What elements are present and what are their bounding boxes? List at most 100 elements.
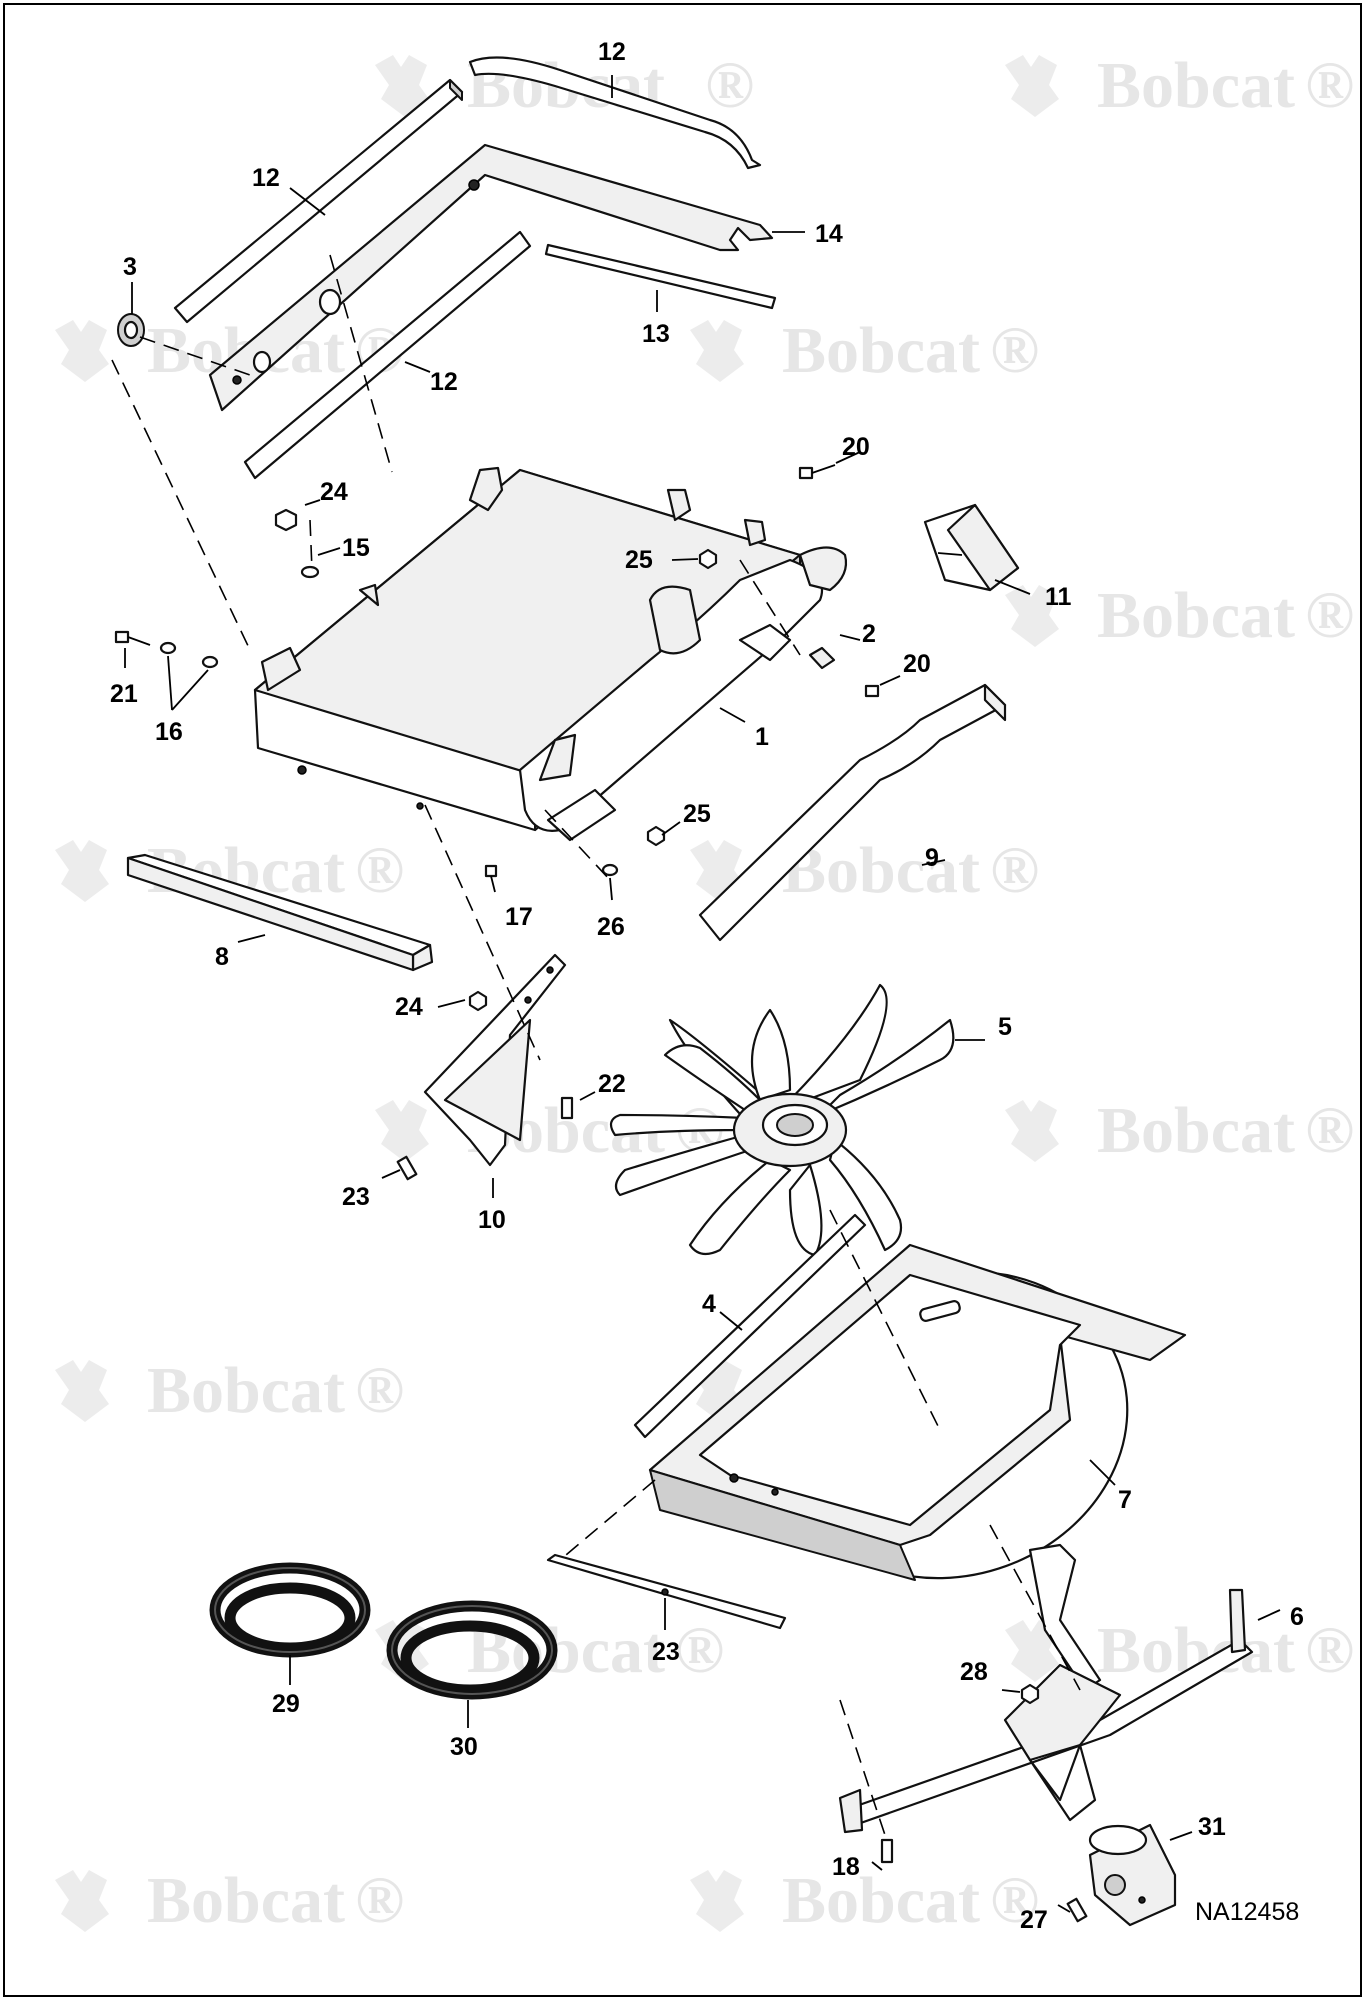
svg-text:®: ® <box>1305 1094 1354 1167</box>
callout-3: 3 <box>123 253 137 281</box>
bolt-20-left <box>396 1155 418 1181</box>
callout-10: 10 <box>478 1206 506 1234</box>
svg-text:®: ® <box>990 314 1039 387</box>
svg-text:®: ® <box>355 1864 404 1937</box>
radiator-mount-tab <box>468 466 504 512</box>
callout-17: 16 <box>155 718 183 746</box>
bolt-23-lower <box>1066 1897 1088 1923</box>
callout-21: 20 <box>842 433 870 461</box>
hose-coil-29 <box>209 1562 371 1658</box>
alignment-lines <box>111 254 1081 1836</box>
callout-29: 29 <box>272 1690 300 1718</box>
watermark-text: Bobcat <box>1097 49 1295 122</box>
callout-16: 15 <box>342 534 370 562</box>
callout-18: 17 <box>505 903 533 931</box>
nut-28 <box>1020 1683 1040 1705</box>
grommet <box>117 313 145 347</box>
nut-25-upper <box>698 548 718 570</box>
shroud-top-bracket <box>208 143 774 412</box>
callout-24-upper: 24 <box>320 478 348 506</box>
callout-25-upper: 25 <box>625 546 653 574</box>
top-curved-seal <box>468 56 762 170</box>
callout-14: 13 <box>642 320 670 348</box>
callout-7: 7 <box>1118 1486 1132 1514</box>
watermark-text: Bobcat <box>147 1354 345 1427</box>
svg-text:®: ® <box>1305 1614 1354 1687</box>
callout-22: 21 <box>110 680 138 708</box>
leader-lines <box>124 75 1281 1913</box>
callout-26: 23 <box>652 1638 680 1666</box>
svg-text:®: ® <box>990 834 1039 907</box>
callout-20-right: 22 <box>598 1070 626 1098</box>
callout-9: 9 <box>925 844 939 872</box>
hose-coil-30 <box>386 1600 558 1700</box>
callout-28: 28 <box>960 1658 988 1686</box>
bolt-21 <box>798 466 814 480</box>
callout-15: 14 <box>815 220 843 248</box>
motor-mount-frame <box>838 1543 1254 1834</box>
callout-13: 12 <box>598 38 626 66</box>
bracket-hole <box>252 350 272 374</box>
long-seal-strip-lower <box>243 230 532 480</box>
svg-text:®: ® <box>675 1614 724 1687</box>
callout-30: 30 <box>450 1733 478 1761</box>
bracket-rivet <box>468 179 480 191</box>
svg-text:®: ® <box>705 49 754 122</box>
bolt-22 <box>114 630 130 644</box>
radiator-mount-tab <box>743 518 767 547</box>
watermark-text: Bobcat <box>147 1864 345 1937</box>
watermark-text: Bobcat <box>782 314 980 387</box>
radiator-inlet-bracket <box>538 733 577 782</box>
watermark-text: Bobcat <box>782 1864 980 1937</box>
callout-24-lower: 24 <box>395 993 423 1021</box>
bracket-hole <box>318 288 342 316</box>
watermark-layer: Bobcat® Bobcat® Bobcat® Bobcat® Bobcat® … <box>55 49 1354 1937</box>
fastener-set <box>114 464 1088 1923</box>
callout-12-lower: 12 <box>430 368 458 396</box>
bolt-18 <box>484 864 498 878</box>
nut-24-upper <box>274 508 298 532</box>
shroud-seal-strip <box>633 1213 867 1439</box>
watermark-text: Bobcat <box>1097 1094 1295 1167</box>
callout-8: 8 <box>215 943 229 971</box>
radiator-mount-tab <box>666 488 692 522</box>
radiator-mount-tab <box>358 583 380 607</box>
callout-23-upper: 20 <box>903 650 931 678</box>
bolt-20-right <box>560 1096 574 1120</box>
watermark-text: Bobcat <box>1097 579 1295 652</box>
svg-text:®: ® <box>355 1354 404 1427</box>
callout-4: 4 <box>702 1290 716 1318</box>
callout-19: 18 <box>832 1853 860 1881</box>
callout-27: 26 <box>597 913 625 941</box>
bolt-23-upper <box>864 684 880 698</box>
washer-17a <box>159 641 177 655</box>
callout-6: 6 <box>1290 1603 1304 1631</box>
callout-23-lower: 27 <box>1020 1906 1048 1934</box>
nut-25-lower <box>646 825 666 847</box>
fan-shroud <box>648 1243 1187 1581</box>
svg-text:®: ® <box>1305 49 1354 122</box>
washer-16 <box>300 565 320 579</box>
callout-31: 31 <box>1198 1813 1226 1841</box>
bolt-19 <box>880 1838 894 1864</box>
callout-5: 5 <box>998 1013 1012 1041</box>
callout-labels: 12 12 14 3 13 12 20 24 15 25 11 2 20 21 … <box>110 38 1304 1934</box>
svg-text:®: ® <box>990 1864 1039 1937</box>
callout-25-lower: 25 <box>683 800 711 828</box>
radiator-mount-tab <box>260 646 302 692</box>
cooling-fan <box>609 983 955 1257</box>
nut-24-lower <box>468 990 488 1012</box>
callout-2: 2 <box>862 620 876 648</box>
flat-seal-strip <box>544 243 777 310</box>
bracket-rivet <box>232 375 242 385</box>
page-border <box>3 3 1362 1997</box>
washer-17b <box>201 655 219 669</box>
svg-text:®: ® <box>355 834 404 907</box>
hydraulic-pump <box>1088 1823 1177 1927</box>
drawing-reference-code: NA12458 <box>1195 1898 1299 1926</box>
svg-text:®: ® <box>1305 579 1354 652</box>
clamp-2 <box>808 646 836 670</box>
callout-1: 1 <box>755 723 769 751</box>
callout-12-upper: 12 <box>252 164 280 192</box>
callout-11: 11 <box>1045 583 1072 611</box>
